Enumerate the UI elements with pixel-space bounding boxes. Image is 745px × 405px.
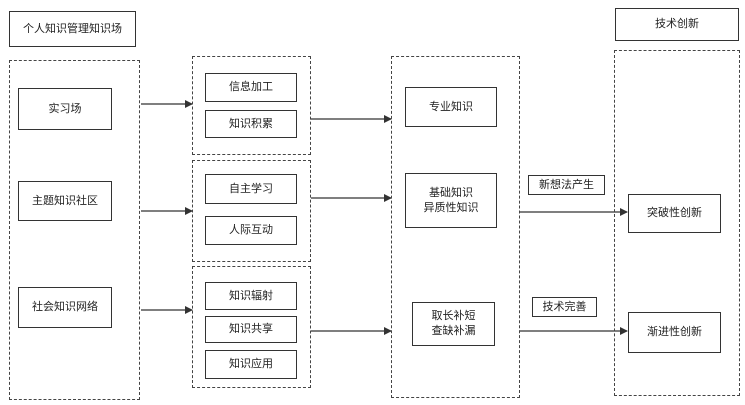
basic-knowledge-label: 基础知识: [429, 185, 473, 199]
left-dashed-container: [9, 60, 140, 400]
knowledge-accumulation-box: 知识积累: [205, 110, 297, 138]
learn-strengths-label: 取长补短: [431, 309, 476, 323]
fill-gaps-label: 查缺补漏: [431, 324, 476, 337]
incremental-innovation-box: 渐进性创新: [628, 312, 721, 353]
knowledge-application-box: 知识应用: [205, 350, 297, 379]
knowledge-sharing-box: 知识共享: [205, 316, 297, 343]
group3-dashed-container: [192, 266, 311, 388]
innovation-dashed-container: [614, 50, 740, 396]
breakthrough-innovation-box: 突破性创新: [628, 194, 721, 233]
group1-dashed-container: [192, 56, 311, 155]
basic-heterogeneous-knowledge-box: 基础知识 异质性知识: [405, 173, 497, 228]
knowledge-dashed-container: [391, 56, 520, 398]
heterogeneous-knowledge-label: 异质性知识: [423, 200, 479, 214]
group2-dashed-container: [192, 160, 311, 262]
complement-box: 取长补短 查缺补漏: [412, 302, 495, 346]
knowledge-radiation-box: 知识辐射: [205, 282, 297, 310]
info-processing-box: 信息加工: [205, 73, 297, 102]
interpersonal-box: 人际互动: [205, 216, 297, 245]
tech-perfect-label-box: 技术完善: [532, 297, 597, 317]
self-learning-box: 自主学习: [205, 174, 297, 204]
practice-field-box: 实习场: [18, 88, 112, 130]
topic-community-box: 主题知识社区: [18, 181, 112, 221]
professional-knowledge-box: 专业知识: [405, 87, 497, 127]
social-network-box: 社会知识网络: [18, 287, 112, 328]
title-box: 个人知识管理知识场: [9, 11, 136, 47]
tech-innovation-title-box: 技术创新: [615, 8, 739, 41]
new-ideas-label-box: 新想法产生: [528, 175, 605, 195]
